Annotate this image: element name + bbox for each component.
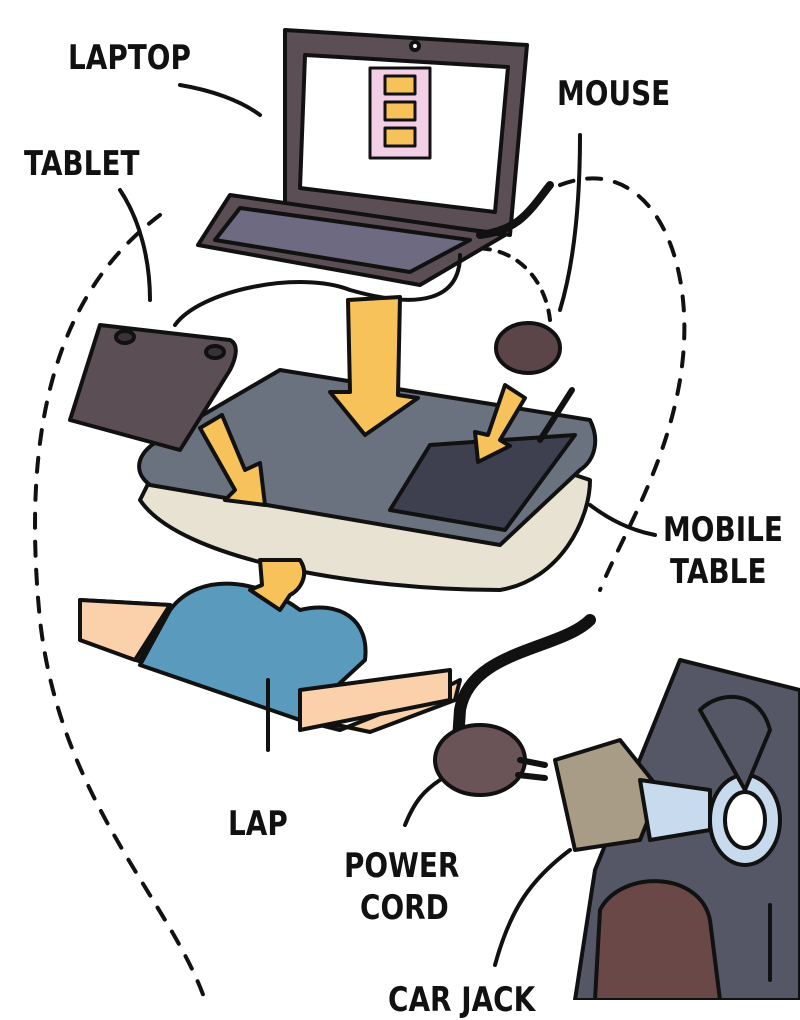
arrow: [328, 295, 420, 437]
arrow: [198, 413, 267, 507]
label-power-cord-line2: CORD: [360, 888, 449, 928]
laptop: [196, 28, 554, 287]
label-power-cord-line1: POWER: [344, 846, 460, 886]
label-tablet: TABLET: [24, 144, 140, 184]
dashed-connection-line: [33, 213, 207, 1000]
label-mobile-table-line2: TABLE: [670, 552, 767, 592]
label-car-jack: CAR JACK: [388, 980, 536, 1020]
label-mobile-table-line1: MOBILE: [663, 510, 783, 550]
label-laptop: LAPTOP: [68, 38, 191, 78]
mouse: [494, 321, 562, 375]
dashed-connection-line: [558, 176, 687, 592]
tablet: [68, 323, 238, 452]
label-lap: LAP: [228, 804, 288, 844]
power-cord: [433, 614, 596, 797]
car-jack: [553, 658, 800, 1000]
lap: [78, 558, 462, 734]
arrow: [473, 383, 527, 464]
label-mouse: MOUSE: [557, 74, 671, 114]
